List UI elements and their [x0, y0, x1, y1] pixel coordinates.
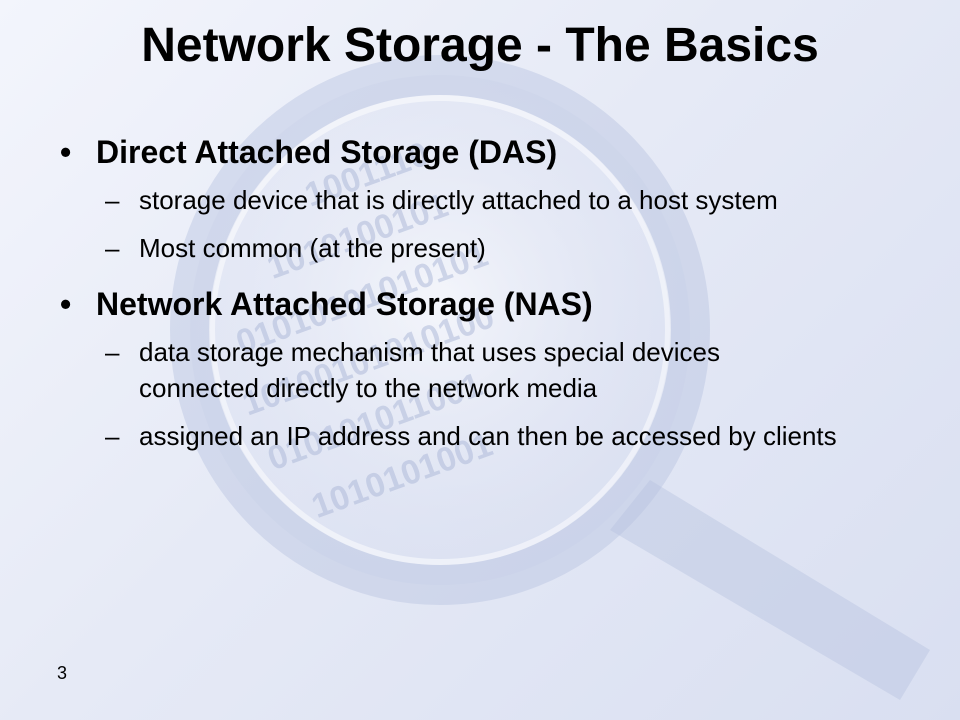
bullet-icon: • [60, 134, 72, 170]
bullet-heading: Network Attached Storage (NAS) [96, 286, 593, 322]
bullet-heading: Direct Attached Storage (DAS) [96, 134, 558, 170]
subpoint-list: – data storage mechanism that uses speci… [105, 334, 860, 454]
slide-number: 3 [57, 663, 68, 683]
bullet-nas: • Network Attached Storage (NAS) [60, 282, 860, 326]
subpoint: – storage device that is directly attach… [105, 182, 845, 218]
subpoint-text: Most common (at the present) [139, 233, 486, 263]
slide-title: Network Storage - The Basics [141, 19, 819, 72]
subpoint: – Most common (at the present) [105, 230, 845, 266]
bullet-icon: • [60, 286, 72, 322]
bullet-das: • Direct Attached Storage (DAS) [60, 130, 860, 174]
dash-icon: – [105, 421, 120, 451]
slide-content: • Direct Attached Storage (DAS) – storag… [60, 130, 860, 454]
subpoint-text: storage device that is directly attached… [139, 185, 778, 215]
subpoint-list: – storage device that is directly attach… [105, 182, 860, 266]
dash-icon: – [105, 337, 120, 367]
subpoint-text: assigned an IP address and can then be a… [139, 421, 837, 451]
dash-icon: – [105, 233, 120, 263]
subpoint: – data storage mechanism that uses speci… [105, 334, 845, 406]
subpoint-text: data storage mechanism that uses special… [139, 337, 720, 403]
dash-icon: – [105, 185, 120, 215]
subpoint: – assigned an IP address and can then be… [105, 418, 845, 454]
